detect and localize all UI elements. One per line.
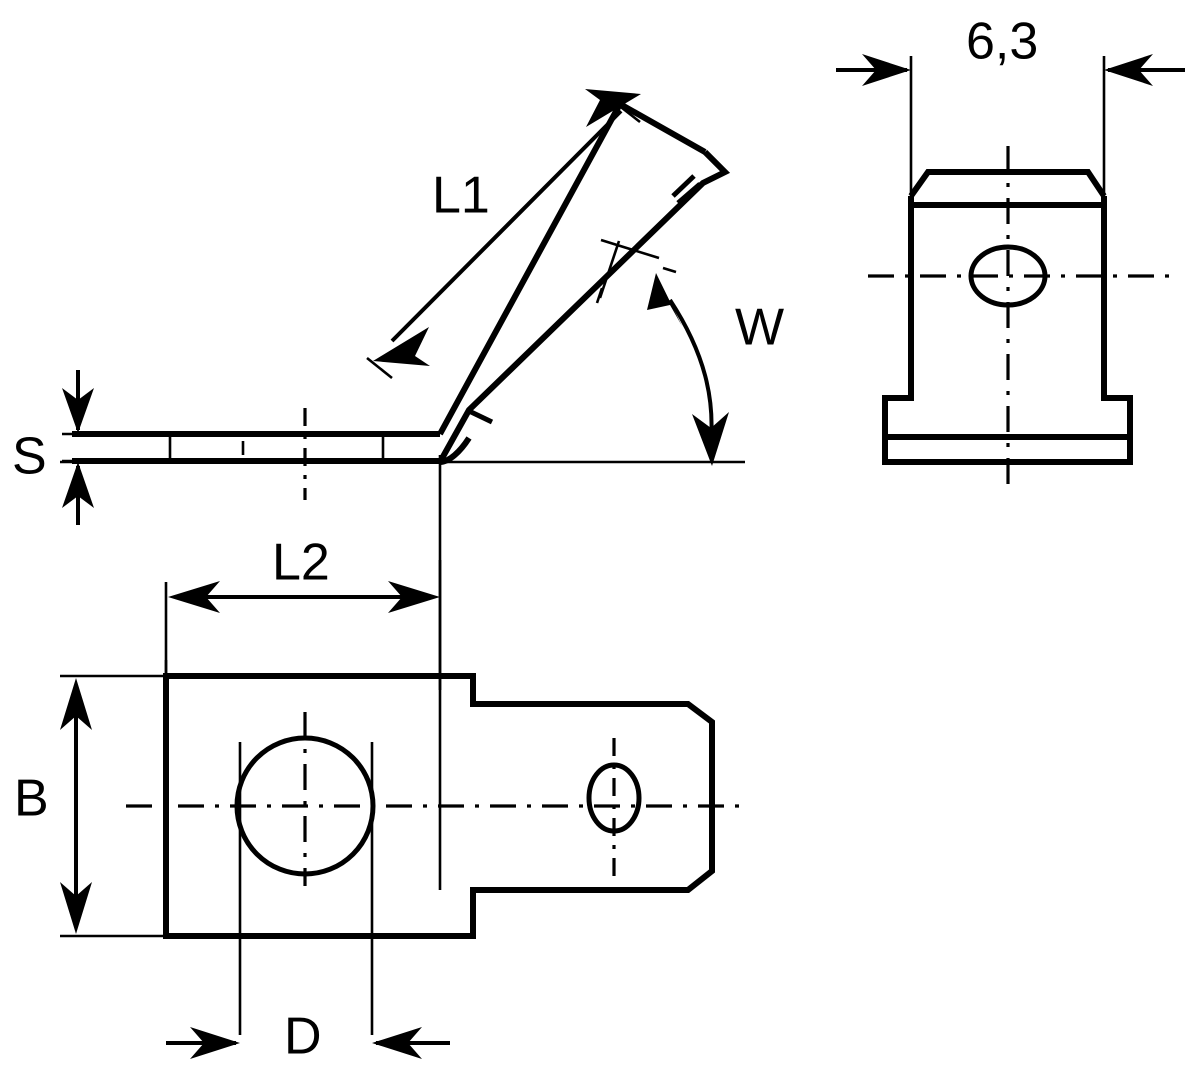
b-arrowhead-top bbox=[60, 678, 92, 730]
w-label: W bbox=[735, 299, 784, 357]
l1-dim-line bbox=[390, 109, 623, 343]
l1-label: L1 bbox=[432, 167, 490, 225]
w-dimension bbox=[647, 273, 729, 466]
tab-inner-edge bbox=[437, 149, 731, 464]
tab-tip-bevel bbox=[676, 182, 702, 205]
w-arrowhead-bottom bbox=[692, 412, 729, 466]
l1-arrowhead-end bbox=[585, 89, 641, 127]
tabwidth-arrowhead-right bbox=[1104, 54, 1153, 86]
l1-arrowhead-start bbox=[373, 327, 430, 366]
tabwidth-arrowhead-left bbox=[862, 54, 911, 86]
d-arrowhead-left bbox=[190, 1027, 240, 1059]
b-label: B bbox=[14, 770, 49, 828]
l1-dimension bbox=[366, 89, 641, 380]
s-arrowhead-top bbox=[62, 388, 94, 433]
tab-centerline bbox=[595, 238, 677, 304]
l2-arrowhead-right bbox=[388, 581, 440, 613]
l2-arrowhead-left bbox=[168, 581, 220, 613]
end-elevation-view: 6,3 bbox=[836, 13, 1185, 490]
s-dimension bbox=[62, 370, 180, 525]
tab-base-thickness-line bbox=[467, 408, 494, 425]
l2-dimension bbox=[164, 560, 442, 690]
b-dimension bbox=[60, 674, 172, 938]
tab-tip-bevel-2 bbox=[671, 174, 696, 198]
s-label: S bbox=[12, 428, 47, 486]
plan-view-body-outline bbox=[163, 673, 715, 939]
tab-bend-fillet bbox=[439, 436, 472, 465]
d-arrowhead-right bbox=[372, 1027, 422, 1059]
tab-width-label: 6,3 bbox=[966, 13, 1038, 71]
b-arrowhead-bottom bbox=[60, 882, 92, 934]
d-dimension bbox=[166, 1027, 450, 1059]
plan-view: B L2 D bbox=[14, 455, 742, 1066]
w-arrowhead-top bbox=[647, 273, 682, 326]
w-arc bbox=[668, 298, 714, 441]
l2-label: L2 bbox=[272, 534, 330, 592]
l1-ext-line-lower bbox=[366, 356, 393, 380]
d-label: D bbox=[284, 1008, 322, 1066]
side-elevation-view: L1 S W bbox=[12, 89, 784, 525]
s-arrowhead-bottom bbox=[62, 462, 94, 508]
